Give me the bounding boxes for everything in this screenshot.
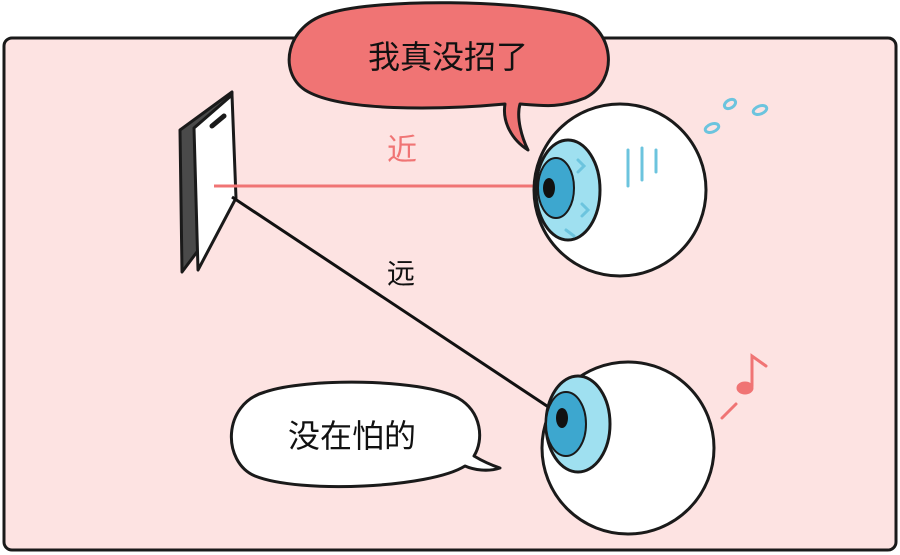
relaxed-eye [540, 353, 768, 536]
strain-lines-icon [564, 146, 658, 238]
top-speech-bubble: 我真没招了 [287, 1, 610, 152]
strained-eye [532, 97, 769, 278]
bottom-bubble-text: 没在怕的 [288, 417, 416, 455]
far-sight-line [231, 195, 563, 418]
near-label: 近 [387, 133, 417, 168]
bottom-bubble-shape [230, 380, 502, 489]
bottom-pupil [556, 408, 568, 428]
sweat-drops-icon [703, 97, 769, 134]
top-bubble-shape [287, 1, 610, 152]
phone [178, 90, 238, 274]
top-iris-inner [537, 157, 575, 219]
far-label: 远 [387, 257, 415, 290]
music-note-icon [720, 353, 768, 420]
bottom-speech-bubble: 没在怕的 [230, 380, 502, 489]
top-pupil [543, 178, 555, 198]
phone-speaker-icon [209, 113, 227, 129]
top-bubble-text: 我真没招了 [368, 38, 528, 76]
